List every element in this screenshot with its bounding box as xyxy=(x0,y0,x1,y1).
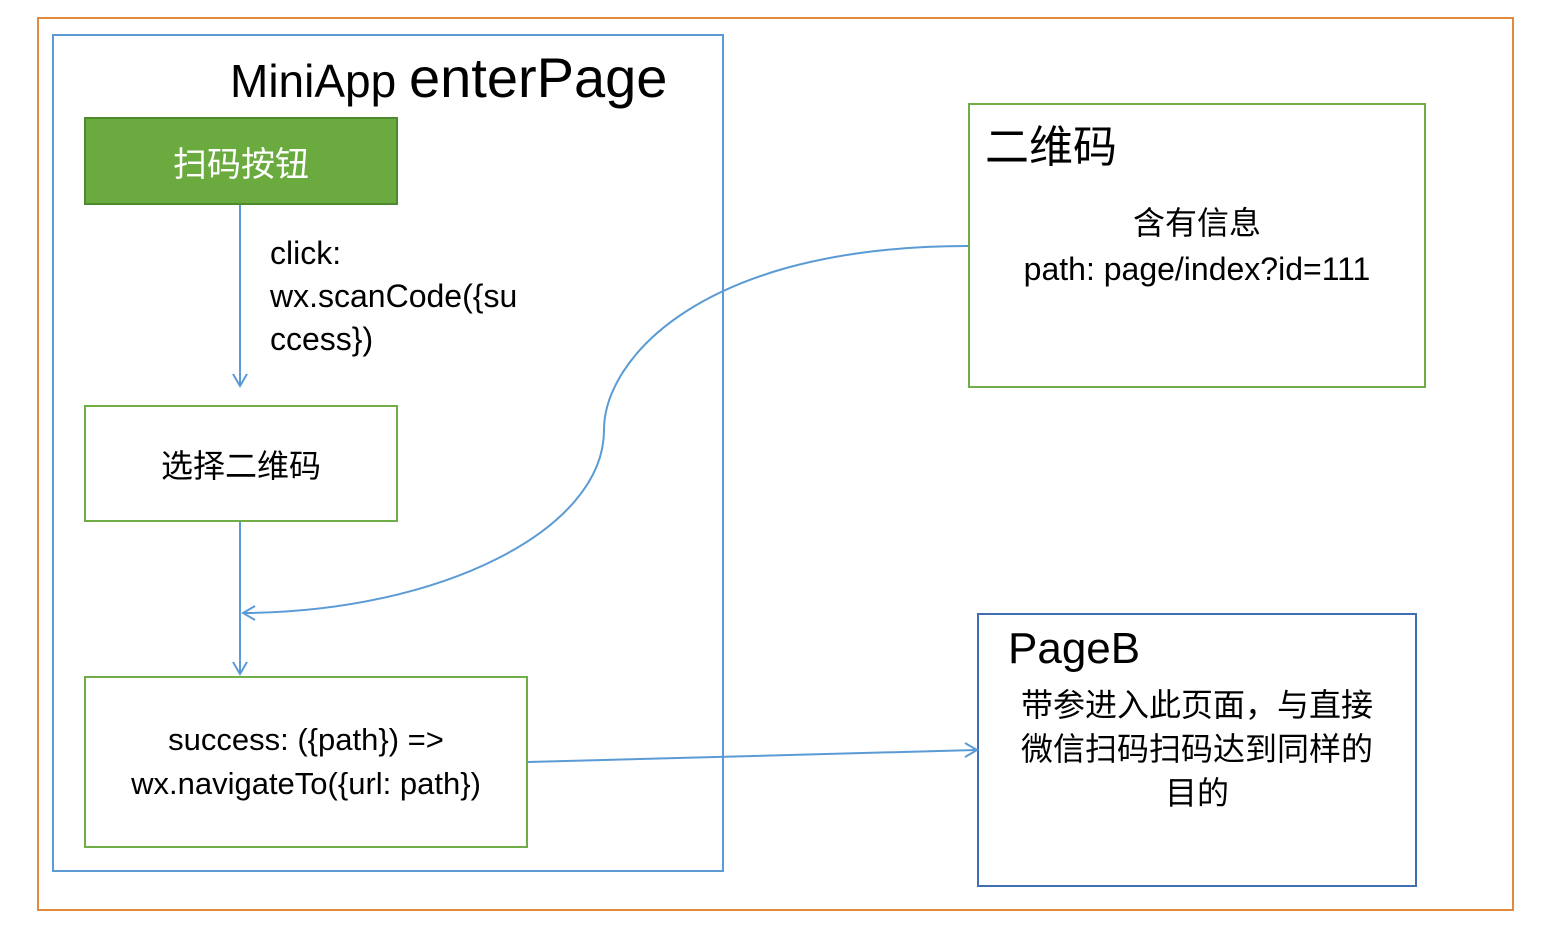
arrowhead-success-to-pageb xyxy=(964,742,979,758)
arrowhead-select-to-success xyxy=(232,661,248,676)
outer-frame xyxy=(37,17,1514,911)
success-navigate-box: success: ({path}) => wx.navigateTo({url:… xyxy=(84,676,528,848)
miniapp-title-prefix: MiniApp xyxy=(230,55,409,107)
miniapp-title: MiniApp enterPage xyxy=(230,44,667,111)
select-qrcode-label: 选择二维码 xyxy=(160,447,321,484)
success-line: success: ({path}) => xyxy=(168,722,444,757)
click-scan-label: click: wx.scanCode({su ccess}) xyxy=(270,232,570,361)
qrcode-box xyxy=(968,103,1426,388)
click-label-line: click: xyxy=(270,235,342,271)
success-line: wx.navigateTo({url: path}) xyxy=(131,766,481,801)
arrow-success-to-pageb xyxy=(527,749,977,763)
qrcode-title: 二维码 xyxy=(985,123,1117,172)
arrowhead-scan-to-select xyxy=(232,373,248,388)
miniapp-container xyxy=(52,34,724,872)
pageb-description: 带参进入此页面，与直接 微信扫码扫码达到同样的 目的 xyxy=(985,683,1409,815)
qrcode-info-line: 含有信息 xyxy=(1132,205,1261,241)
qrcode-info: 含有信息 path: page/index?id=111 xyxy=(970,200,1424,292)
qrcode-info-line: path: page/index?id=111 xyxy=(1023,251,1371,287)
arrowhead-qrcode-to-flow xyxy=(241,605,256,621)
scan-code-button-label: 扫码按钮 xyxy=(173,145,309,184)
pageb-desc-line: 目的 xyxy=(1164,775,1229,811)
pageb-title: PageB xyxy=(1008,624,1141,673)
click-label-line: ccess}) xyxy=(270,321,374,357)
pageb-desc-line: 带参进入此页面，与直接 xyxy=(1020,687,1373,723)
arrow-qrcode-to-flow xyxy=(242,245,969,614)
click-label-line: wx.scanCode({su xyxy=(270,278,518,314)
select-qrcode-box: 选择二维码 xyxy=(84,405,398,522)
scan-code-button[interactable]: 扫码按钮 xyxy=(84,117,398,205)
pageb-desc-line: 微信扫码扫码达到同样的 xyxy=(1020,731,1373,767)
miniapp-title-page: enterPage xyxy=(408,46,668,109)
